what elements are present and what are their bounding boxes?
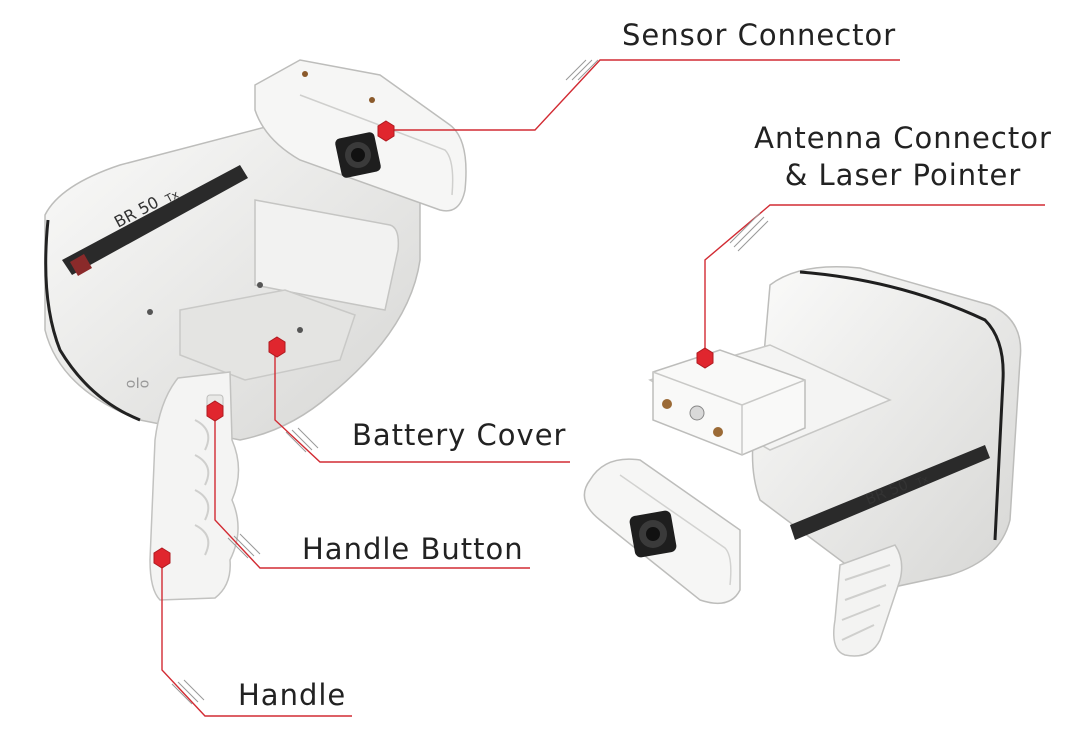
marker-battery-cover xyxy=(268,336,286,358)
device-left-rim xyxy=(44,219,141,422)
device-right-rim xyxy=(799,270,1005,541)
leader-handle-button xyxy=(214,413,530,569)
device-right-connector-socket xyxy=(629,510,677,558)
marker-handle-button xyxy=(206,400,224,422)
label-handle-button: Handle Button xyxy=(302,532,524,566)
marker-handle xyxy=(153,547,171,569)
label-handle: Handle xyxy=(238,678,347,712)
label-antenna-line1: Antenna Connector xyxy=(754,121,1052,155)
device-right-handle xyxy=(833,544,903,657)
device-right: BR 50 Tx xyxy=(583,266,1022,657)
markers xyxy=(153,120,714,569)
leader-sensor-connector xyxy=(385,59,900,131)
svg-text:ᴑIᴑ: ᴑIᴑ xyxy=(126,376,149,392)
device-right-body xyxy=(751,266,1022,591)
device-left-decal xyxy=(62,165,248,275)
device-left: BR 50 Tx ᴑIᴑ xyxy=(44,59,467,601)
leader-antenna-connector xyxy=(704,204,1045,358)
sensor-connector-socket xyxy=(335,132,381,178)
device-left-decal-mark xyxy=(70,254,92,276)
label-antenna-connector: Antenna Connector & Laser Pointer xyxy=(748,120,1058,194)
leader-battery-cover xyxy=(274,348,570,463)
antenna-block xyxy=(652,349,806,456)
device-right-decal xyxy=(790,445,990,540)
leader-handle xyxy=(161,558,352,717)
device-right-model-suffix: Tx xyxy=(914,474,930,489)
label-antenna-line2: & Laser Pointer xyxy=(784,158,1022,192)
device-left-handle xyxy=(149,371,240,601)
marker-antenna-connector xyxy=(696,347,714,369)
battery-cover-panel xyxy=(179,289,356,381)
marker-sensor-connector xyxy=(377,120,395,142)
label-battery-cover: Battery Cover xyxy=(352,418,567,452)
device-left-model-suffix: Tx xyxy=(162,188,181,206)
leader-lines xyxy=(161,59,1045,717)
label-sensor-connector: Sensor Connector xyxy=(622,18,897,52)
